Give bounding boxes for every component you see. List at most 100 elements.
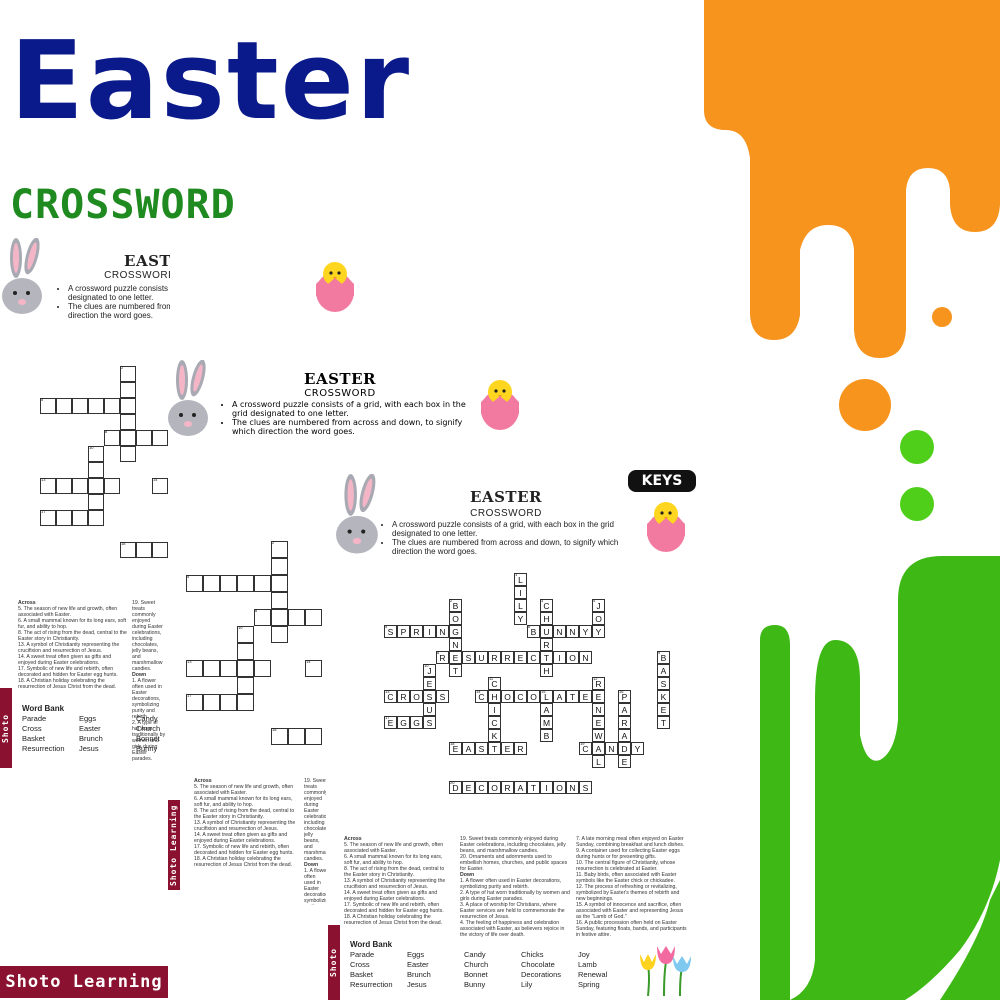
cell-letter: T	[530, 783, 537, 793]
crossword-cell: C	[527, 651, 540, 664]
crossword-cell	[203, 694, 220, 711]
clue-number: 10	[238, 625, 243, 630]
crossword-cell: A	[553, 690, 566, 703]
crossword-cell	[88, 478, 104, 494]
clue-number: 14	[153, 477, 158, 482]
crossword-cell: R	[501, 781, 514, 794]
crossword-cell	[56, 398, 72, 414]
crossword-cell	[288, 609, 305, 626]
cell-letter: E	[465, 783, 472, 793]
cell-letter: C	[491, 718, 498, 728]
cell-letter: G	[400, 718, 407, 728]
crossword-cell	[120, 382, 136, 398]
crossword-cell: E	[462, 781, 475, 794]
cell-letter: L	[518, 575, 523, 585]
crossword-cell	[254, 575, 271, 592]
crossword-cell: I	[423, 625, 436, 638]
cell-letter: N	[452, 640, 459, 650]
cell-letter: U	[543, 627, 550, 637]
crossword-cell	[104, 478, 120, 494]
crossword-cell: O	[410, 690, 423, 703]
clue-number: 17	[41, 509, 46, 514]
crossword-cell: S	[462, 651, 475, 664]
crossword-cell	[72, 478, 88, 494]
clues-down-1: 19. Sweet treats commonly enjoyed during…	[132, 600, 166, 762]
cell-letter: D	[452, 783, 459, 793]
crossword-cell	[271, 575, 288, 592]
cell-letter: M	[542, 718, 551, 728]
cell-letter: I	[519, 588, 522, 598]
clue-number: 12	[593, 676, 598, 681]
cell-letter: C	[530, 653, 537, 663]
cell-letter: S	[439, 692, 446, 702]
crossword-cell: R	[501, 651, 514, 664]
crossword-cell: A	[618, 703, 631, 716]
crossword-cell: N	[553, 625, 566, 638]
cell-letter: W	[594, 731, 603, 741]
crossword-cell	[305, 609, 322, 626]
crossword-cell: O	[553, 781, 566, 794]
cell-letter: R	[413, 627, 420, 637]
cell-letter: E	[426, 679, 433, 689]
sheet-instructions: A crossword puzzle consists of a grid, w…	[222, 400, 482, 436]
crossword-cell	[56, 478, 72, 494]
crossword-cell: Y	[592, 625, 605, 638]
sheet-instructions: A crossword puzzle consists of a grid, w…	[58, 284, 170, 320]
page-subtitle: CROSSWORD	[10, 182, 236, 228]
cell-letter: S	[426, 692, 433, 702]
crossword-cell	[88, 462, 104, 478]
worksheet-answer-key: EASTER CROSSWORD A crossword puzzle cons…	[326, 470, 698, 1000]
clue-number: 5	[385, 624, 388, 629]
crossword-cell: 14	[305, 660, 322, 677]
crossword-cell: E	[618, 755, 631, 768]
sheet-subtitle: CROSSWORD	[104, 270, 170, 281]
crossword-cell	[152, 430, 168, 446]
crossword-cell: 18	[120, 542, 136, 558]
crossword-cell: E	[657, 703, 670, 716]
cell-letter: I	[545, 783, 548, 793]
crossword-cell	[72, 510, 88, 526]
cell-letter: J	[427, 666, 432, 676]
egg-chick-icon	[481, 380, 519, 430]
crossword-cell	[120, 398, 136, 414]
egg-chick-icon	[647, 502, 685, 552]
crossword-cell	[120, 446, 136, 462]
cell-letter: H	[543, 666, 550, 676]
crossword-cell: Y	[514, 612, 527, 625]
cell-letter: O	[556, 783, 563, 793]
crossword-cell: W	[592, 729, 605, 742]
sheet-title: EASTER	[304, 370, 376, 388]
crossword-cell: 13	[40, 478, 56, 494]
crossword-cell: O	[592, 612, 605, 625]
bunny-icon	[168, 360, 208, 436]
clues-down-3: 19. Sweet treats commonly enjoyed during…	[460, 836, 570, 938]
crossword-cell: N	[579, 651, 592, 664]
cell-letter: E	[452, 744, 459, 754]
crossword-cell: P	[397, 625, 410, 638]
cell-letter: E	[452, 653, 459, 663]
sheet-subtitle: CROSSWORD	[470, 508, 542, 519]
cell-letter: R	[400, 692, 407, 702]
cell-letter: A	[660, 666, 667, 676]
cell-letter: C	[491, 679, 498, 689]
worksheet-preview-1: EASTER CROSSWORD A crossword puzzle cons…	[0, 238, 170, 768]
cell-letter: N	[439, 627, 446, 637]
cell-letter: H	[491, 692, 498, 702]
crossword-cell	[203, 660, 220, 677]
worksheet-2-header: EASTER CROSSWORD A crossword puzzle cons…	[210, 368, 510, 438]
cell-letter: R	[504, 783, 511, 793]
crossword-cell: R	[514, 742, 527, 755]
cell-letter: I	[493, 705, 496, 715]
crossword-cell: A	[657, 664, 670, 677]
clue-number: 16	[619, 689, 624, 694]
crossword-cell: R	[618, 716, 631, 729]
clue-number: 1	[515, 572, 518, 577]
cell-letter: A	[556, 692, 563, 702]
crossword-cell: A	[540, 703, 553, 716]
cell-letter: C	[478, 692, 485, 702]
